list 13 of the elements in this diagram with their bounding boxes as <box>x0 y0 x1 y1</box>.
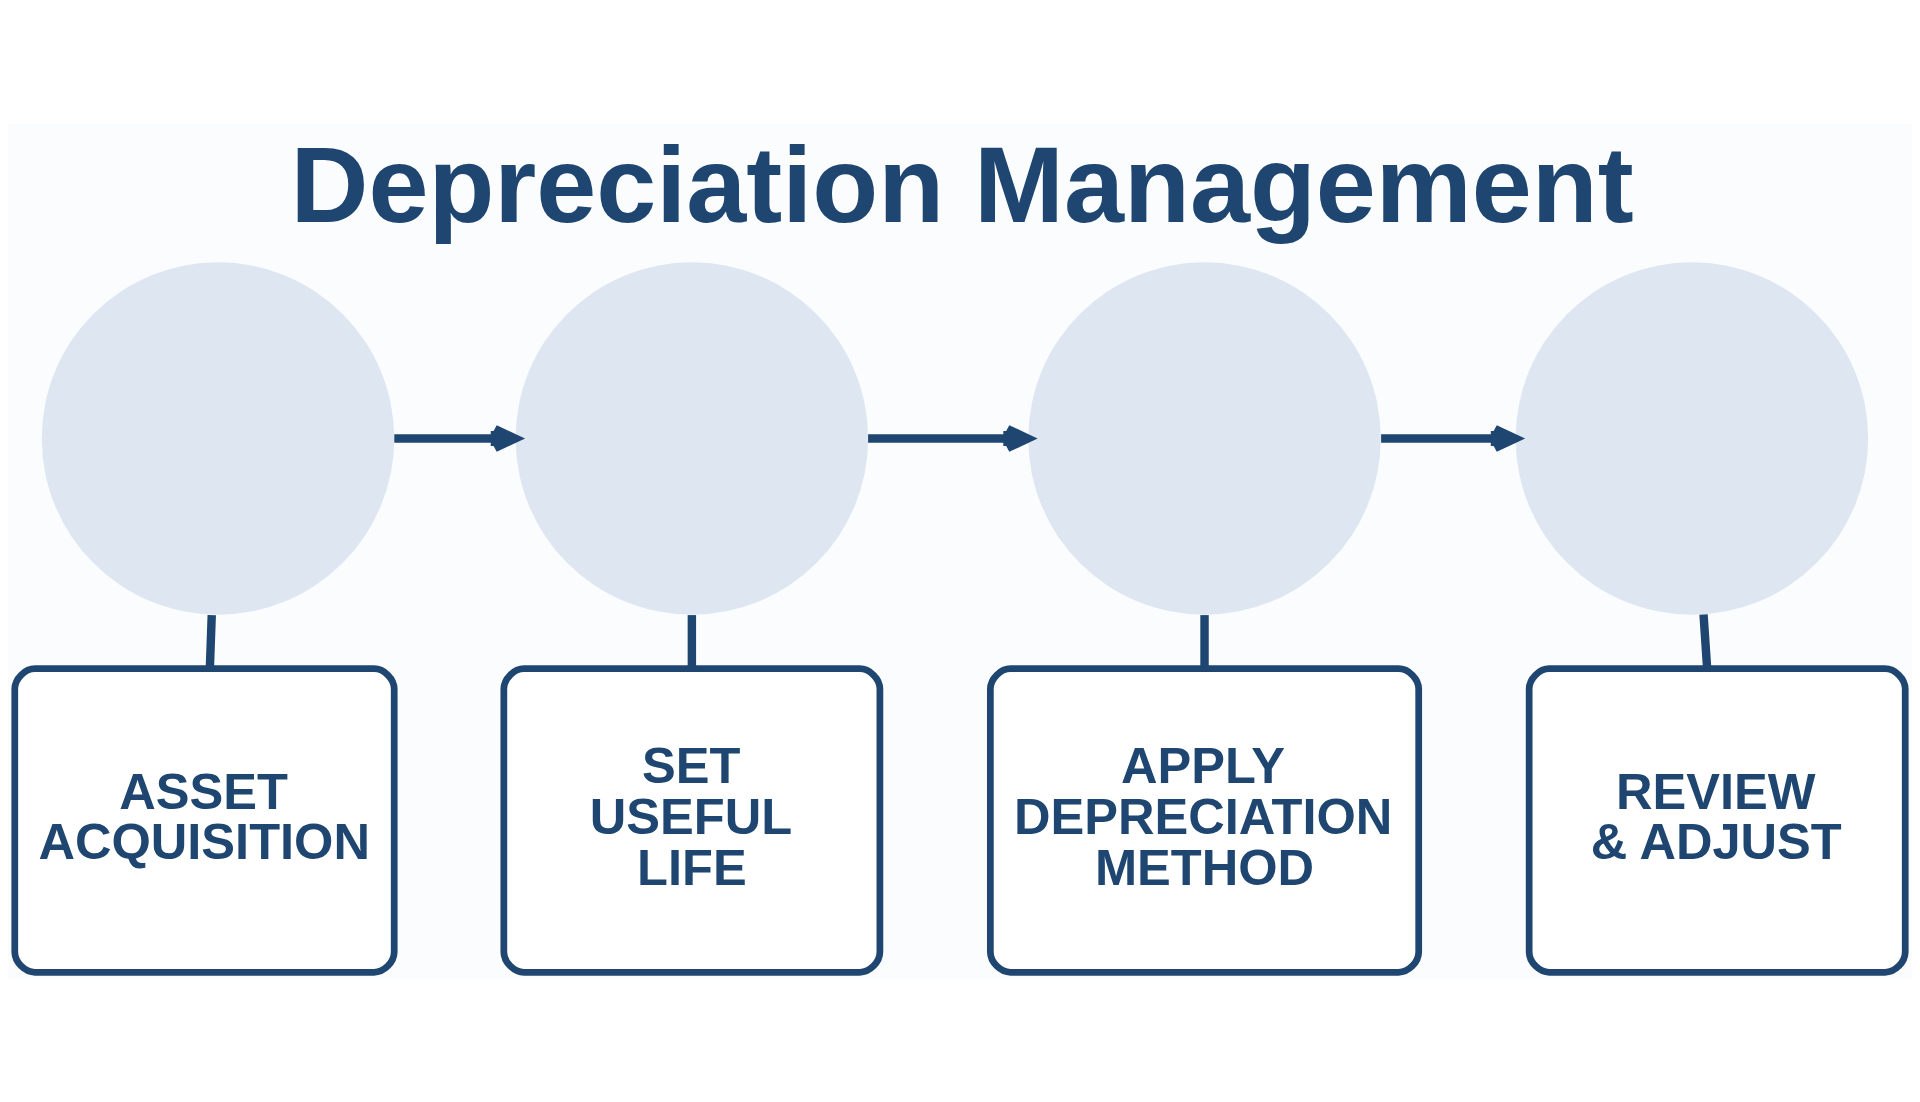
node-circle <box>41 261 395 615</box>
node-circle <box>515 261 869 615</box>
diagram-title: Depreciation Management <box>290 123 1634 245</box>
connector <box>205 614 216 669</box>
node-circle <box>1515 261 1869 615</box>
node-circle <box>1028 261 1381 615</box>
connector <box>1200 614 1209 668</box>
node-box: ASSET ACQUISITION <box>11 664 398 976</box>
connector <box>1699 613 1712 669</box>
connector <box>687 614 697 668</box>
node-box: REVIEW & ADJUST <box>1525 664 1909 976</box>
node-box: SET USEFUL LIFE <box>500 664 884 976</box>
node-box: APPLY DEPRECIATION METHOD <box>987 664 1423 976</box>
